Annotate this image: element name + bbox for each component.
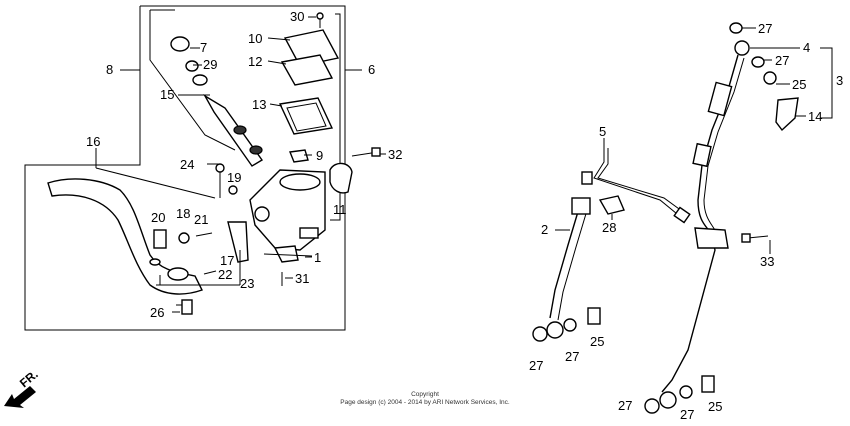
callout-26: 26 <box>150 305 164 320</box>
callout-22: 22 <box>218 267 232 282</box>
bleeder-cap-14 <box>775 97 799 132</box>
callout-27c: 27 <box>529 358 543 373</box>
callout-25a: 25 <box>792 77 806 92</box>
callout-28: 28 <box>602 220 616 235</box>
callout-10: 10 <box>248 31 262 46</box>
front-direction-indicator: FR. <box>4 367 41 408</box>
upper-brake-hose-3 <box>661 54 745 393</box>
front-arrow-icon <box>4 386 36 408</box>
callout-21: 21 <box>194 212 208 227</box>
brake-lever <box>47 178 203 295</box>
small-parts-17-24 <box>153 163 299 286</box>
callout-8: 8 <box>106 62 113 77</box>
hose-group-bracket <box>820 47 833 119</box>
clamp-28 <box>598 195 625 215</box>
callout-6: 6 <box>368 62 375 77</box>
reservoir-group-bracket <box>330 13 341 221</box>
clip-9 <box>289 149 309 163</box>
callout-30: 30 <box>290 9 304 24</box>
callout-32: 32 <box>388 147 402 162</box>
master-cylinder-body <box>249 169 326 251</box>
callout-5: 5 <box>599 124 606 139</box>
copyright-line-2: Page design (c) 2004 - 2014 by ARI Netwo… <box>340 399 510 406</box>
callout-33: 33 <box>760 254 774 269</box>
callout-14: 14 <box>808 109 822 124</box>
callout-15: 15 <box>160 87 174 102</box>
callout-labels: 30 10 7 12 29 8 6 15 13 16 9 32 24 19 11… <box>86 9 843 422</box>
callout-2: 2 <box>541 222 548 237</box>
callout-31: 31 <box>295 271 309 286</box>
callout-25c: 25 <box>708 399 722 414</box>
callout-3: 3 <box>836 73 843 88</box>
diaphragm-13 <box>278 97 334 135</box>
copyright-notice: Copyright Page design (c) 2004 - 2014 by… <box>340 391 510 406</box>
callout-27b: 27 <box>775 53 789 68</box>
callout-13: 13 <box>252 97 266 112</box>
callout-12: 12 <box>248 54 262 69</box>
lower-brake-hose-2 <box>549 197 591 321</box>
callout-20: 20 <box>151 210 165 225</box>
callout-9: 9 <box>316 148 323 163</box>
callout-16: 16 <box>86 134 100 149</box>
clamp-holder-11 <box>329 162 353 194</box>
callout-27a: 27 <box>758 21 772 36</box>
callout-27f: 27 <box>680 407 694 422</box>
screw-30 <box>316 12 324 28</box>
callout-4: 4 <box>803 40 810 55</box>
copyright-line-1: Copyright <box>411 391 439 398</box>
bolt-33 <box>741 233 769 243</box>
callout-25b: 25 <box>590 334 604 349</box>
callout-7: 7 <box>200 40 207 55</box>
callout-23: 23 <box>240 276 254 291</box>
callout-18: 18 <box>176 206 190 221</box>
callout-27d: 27 <box>565 349 579 364</box>
diaphragm-plate-12 <box>280 54 334 86</box>
callout-17: 17 <box>220 253 234 268</box>
pivot-bolt-26 <box>176 299 193 315</box>
washers-and-bolts-bottom <box>532 307 715 414</box>
front-label: FR. <box>17 367 41 390</box>
brake-pipe-5 <box>581 148 691 224</box>
callout-11: 11 <box>333 202 347 217</box>
callout-1: 1 <box>314 250 321 265</box>
reservoir-cap-10 <box>283 29 340 67</box>
lever-assembly-frame <box>24 5 346 331</box>
callout-29: 29 <box>203 57 217 72</box>
piston-kit-15 <box>170 36 264 167</box>
callout-24: 24 <box>180 157 194 172</box>
leader-lines <box>95 16 806 313</box>
bolt-32 <box>351 147 381 157</box>
callout-19: 19 <box>227 170 241 185</box>
callout-27e: 27 <box>618 398 632 413</box>
piston-group-bracket <box>149 9 236 151</box>
